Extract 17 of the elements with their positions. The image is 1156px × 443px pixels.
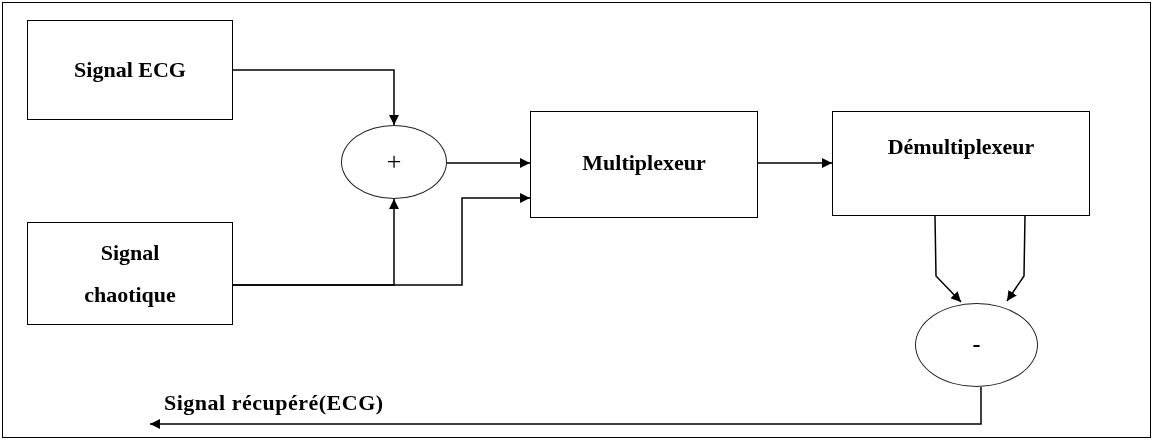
arrow [934, 215, 962, 303]
node-label: Démultiplexeur [887, 133, 1035, 161]
process-box [27, 222, 233, 325]
node-label: - [972, 330, 981, 360]
arrow [757, 158, 833, 168]
node-label: Signal ECG [74, 56, 186, 85]
arrow [149, 386, 982, 429]
process-box [530, 111, 758, 218]
node-label: Multiplexeur [582, 149, 706, 177]
arrow [446, 158, 531, 168]
process-box [832, 111, 1090, 216]
arrow [232, 69, 399, 126]
process-box [27, 20, 233, 120]
node-label: Signal chaotique [83, 238, 177, 309]
arrow [232, 193, 531, 286]
node-label: + [386, 146, 402, 179]
arrow [1006, 215, 1026, 302]
